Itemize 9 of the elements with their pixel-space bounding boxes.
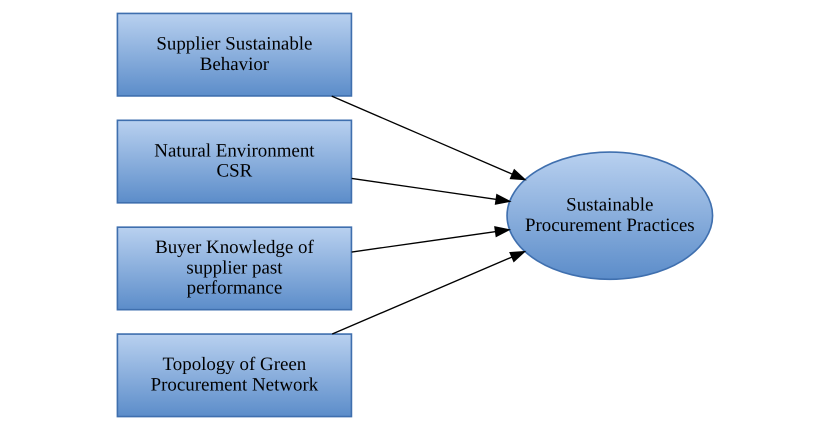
- node-box: Buyer Knowledge of supplier past performance: [116, 226, 352, 310]
- node-box: Supplier Sustainable Behavior: [116, 12, 352, 97]
- node-ellipse: Sustainable Procurement Practices: [506, 151, 714, 280]
- arrow: [331, 96, 527, 180]
- arrow: [332, 250, 526, 335]
- node-box: Natural Environment CSR: [116, 120, 352, 204]
- arrow: [352, 226, 512, 253]
- node-box: Topology of Green Procurement Network: [116, 333, 352, 418]
- arrow: [352, 178, 512, 205]
